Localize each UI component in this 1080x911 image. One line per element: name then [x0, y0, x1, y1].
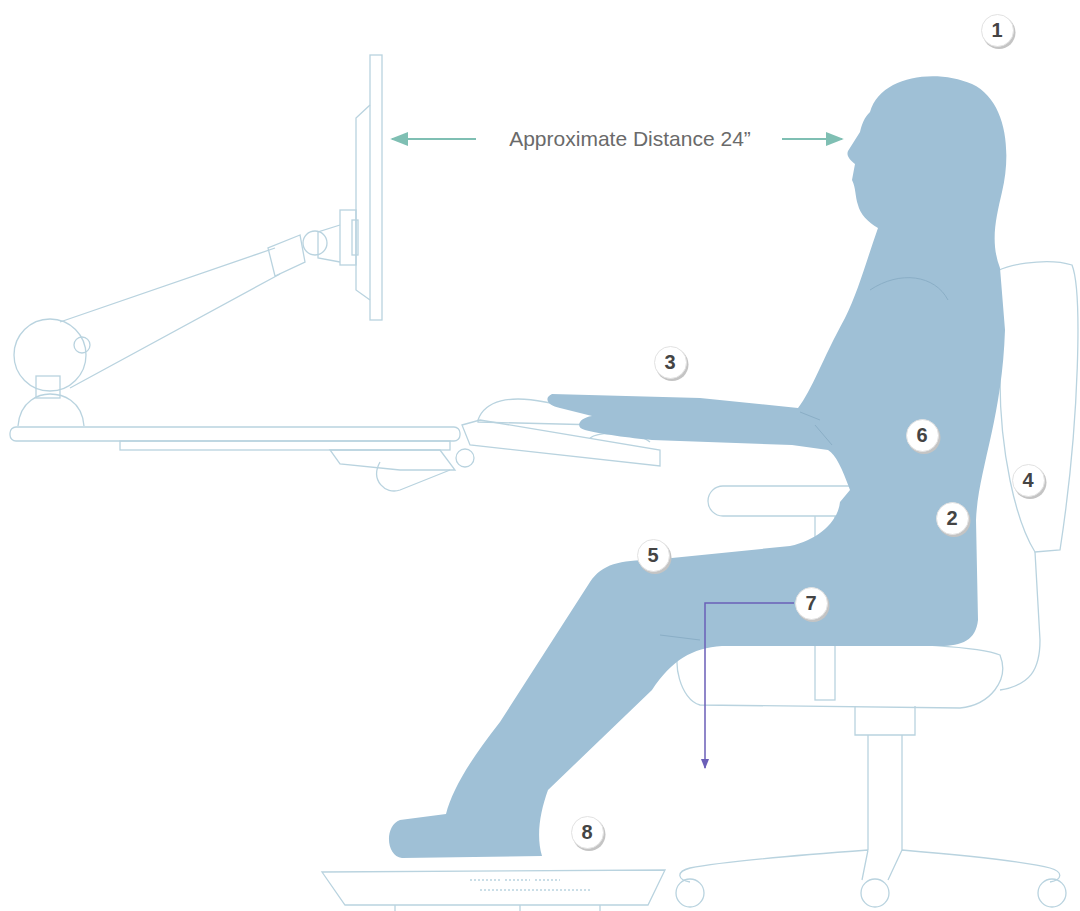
callout-number: 6 [905, 418, 940, 453]
monitor-plate [352, 220, 358, 255]
leader-arrow [705, 603, 794, 768]
chair-base [680, 850, 1060, 882]
callout-circle: 7 [794, 586, 829, 621]
callout-circle: 3 [653, 345, 688, 380]
furniture-lines [10, 55, 1078, 911]
tray-mechanism [377, 462, 450, 491]
dimension-label: Approximate Distance 24” [505, 127, 755, 151]
body-folds [660, 278, 948, 640]
callout-number: 7 [794, 586, 829, 621]
callout-number: 1 [980, 13, 1015, 48]
arm-clamp [18, 394, 84, 426]
callout-circle: 8 [570, 815, 605, 850]
chair-seat [677, 642, 1003, 708]
callout-number: 8 [570, 815, 605, 850]
caster [1038, 879, 1066, 907]
callout-number: 4 [1011, 463, 1046, 498]
monitor-screen [370, 55, 382, 320]
footrest [322, 870, 665, 905]
desk-top [10, 427, 460, 441]
desk-rail [120, 441, 450, 450]
chair-stem [855, 706, 915, 850]
arm-base-knob [14, 319, 86, 391]
arm-knuckle [268, 235, 305, 276]
person-silhouette [389, 76, 1006, 858]
distance-arrow [782, 138, 842, 140]
monitor-back [356, 105, 370, 300]
callout-circle: 1 [980, 13, 1015, 48]
callout-number: 2 [935, 501, 970, 536]
callout-number: 5 [636, 538, 671, 573]
callout-circle: 4 [1011, 463, 1046, 498]
footrest-grip [470, 880, 590, 890]
monitor-mount [340, 210, 356, 265]
arm-upper [60, 248, 280, 388]
callout-circle: 6 [905, 418, 940, 453]
callout-circle: 5 [636, 538, 671, 573]
callout-number: 3 [653, 345, 688, 380]
caster [676, 879, 704, 907]
distance-arrow [392, 138, 476, 140]
arm-joint [318, 225, 340, 262]
footrest-feet [395, 905, 600, 911]
chair-back-post [1000, 552, 1040, 690]
callout-circle: 2 [935, 501, 970, 536]
caster [861, 879, 889, 907]
tray-bracket [330, 450, 455, 470]
tray-knob [456, 449, 474, 467]
arm-pivot [303, 231, 327, 255]
